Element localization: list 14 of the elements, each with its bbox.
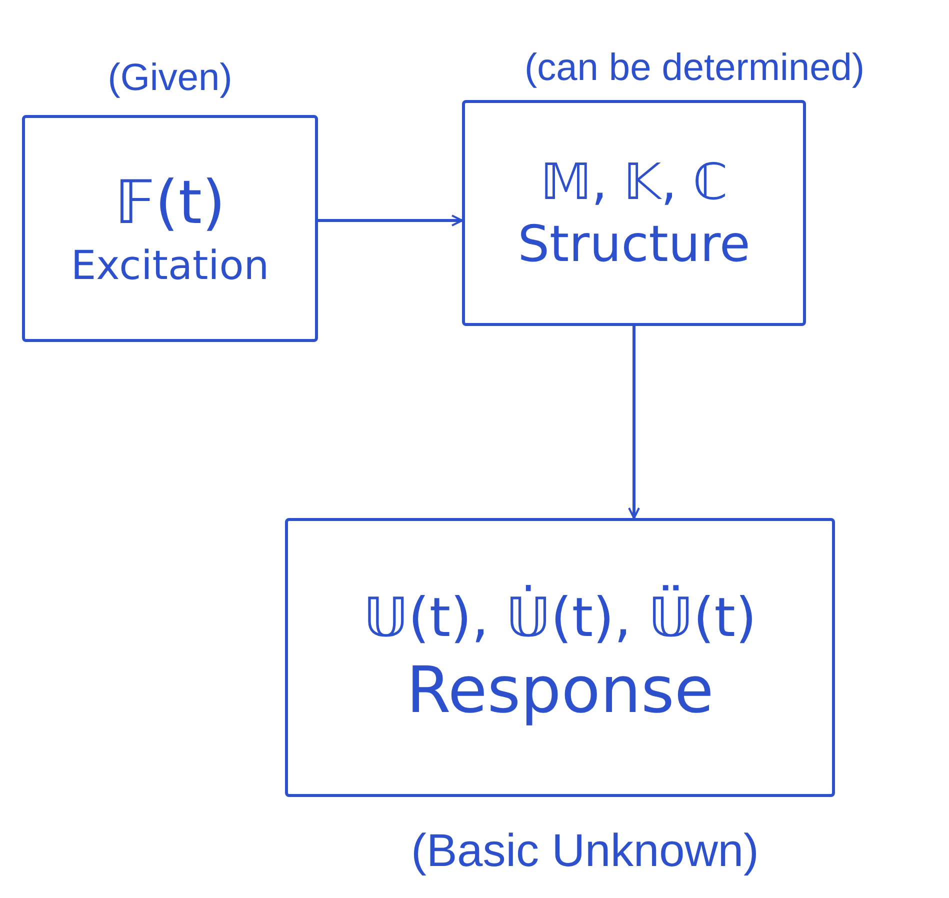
arrow — [318, 214, 463, 226]
process-box — [462, 100, 806, 326]
formula-text: 𝔽(t) — [114, 167, 226, 240]
box-label: Structure — [518, 214, 750, 275]
annotation-text: (Given) — [108, 56, 232, 101]
formula-text: 𝕄, 𝕂, ℂ — [540, 152, 728, 212]
box-label: Response — [406, 653, 714, 730]
formula-text: 𝕌(t), 𝕌̇(t), 𝕌̈(t) — [363, 584, 757, 651]
box-label: Excitation — [70, 242, 270, 291]
process-box — [22, 115, 318, 342]
annotation-text: (Basic Unknown) — [411, 823, 759, 878]
arrow — [628, 326, 640, 519]
annotation-text: (can be determined) — [524, 46, 865, 91]
process-box — [285, 518, 835, 797]
